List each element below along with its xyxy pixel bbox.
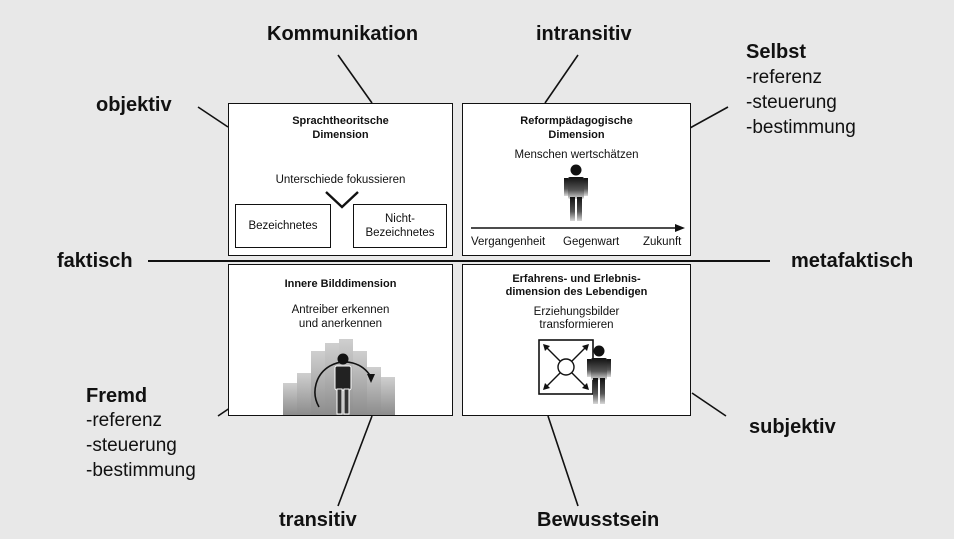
chevron-down-icon — [325, 191, 359, 209]
inner-box-label-line2: Bezeichnetes — [365, 227, 435, 239]
label-selbst-bestimmung: -bestimmung — [746, 117, 856, 138]
box-text: Menschen wertschätzen — [514, 149, 639, 161]
inner-box-label: Bezeichnetes — [248, 220, 318, 232]
transformation-diagram-icon — [538, 339, 594, 395]
inner-box-label-line1: Nicht- — [384, 213, 416, 225]
box-text-line2: und anerkennen — [298, 318, 383, 330]
label-intransitiv: intransitiv — [536, 23, 632, 45]
label-selbst: Selbst — [746, 41, 807, 63]
timeline-label-present: Gegenwart — [563, 236, 620, 248]
label-subjektiv: subjektiv — [749, 416, 836, 438]
person-icon — [587, 345, 611, 404]
inner-image-illustration — [283, 339, 395, 415]
inner-box-bezeichnetes: Bezeichnetes — [235, 204, 331, 248]
label-metafaktisch: metafaktisch — [791, 250, 914, 272]
label-bewusstsein: Bewusstsein — [537, 509, 660, 531]
line-bewusstsein — [547, 415, 579, 507]
inner-box-nicht-bezeichnetes: Nicht- Bezeichnetes — [353, 204, 447, 248]
label-kommunikation: Kommunikation — [267, 23, 419, 45]
timeline-label-future: Zukunft — [643, 236, 682, 248]
box-innere-bilddimension: Innere Bilddimension Antreiber erkennen … — [228, 264, 453, 416]
box-title-line1: Erfahrens- und Erlebnis- — [512, 273, 641, 285]
person-icon — [564, 164, 588, 221]
box-text-line1: Erziehungsbilder — [533, 306, 620, 318]
box-text: Unterschiede fokussieren — [275, 174, 406, 186]
box-erfahrens-erlebnis-dimension: Erfahrens- und Erlebnis- dimension des L… — [462, 264, 691, 416]
box-title-line2: Dimension — [548, 129, 605, 141]
box-reformpaedagogische-dimension: Reformpädagogische Dimension Menschen we… — [462, 103, 691, 256]
timeline-arrow — [471, 224, 685, 232]
box-title: Innere Bilddimension — [284, 278, 397, 290]
line-subjektiv — [691, 392, 727, 417]
label-objektiv: objektiv — [96, 94, 172, 116]
box-text-line2: transformieren — [539, 319, 614, 331]
label-fremd: Fremd — [86, 385, 148, 407]
label-faktisch: faktisch — [57, 250, 133, 272]
label-transitiv: transitiv — [279, 509, 357, 531]
line-selbst — [689, 106, 729, 129]
label-selbst-referenz: -referenz — [746, 67, 823, 88]
box-sprachtheoretische-dimension: Sprachtheoritsche Dimension Unterschiede… — [228, 103, 453, 256]
label-fremd-referenz: -referenz — [86, 410, 163, 431]
box-text-line1: Antreiber erkennen — [291, 304, 390, 316]
box-title-line1: Sprachtheoritsche — [292, 115, 389, 127]
box-title-line1: Reformpädagogische — [520, 115, 633, 127]
line-intransitiv — [544, 54, 579, 104]
box-title-line2: dimension des Lebendigen — [505, 286, 648, 298]
line-kommunikation — [337, 54, 373, 104]
line-transitiv — [337, 415, 373, 507]
box-title-line2: Dimension — [312, 129, 369, 141]
line-objektiv — [197, 106, 229, 128]
label-fremd-bestimmung: -bestimmung — [86, 460, 196, 481]
timeline-label-past: Vergangenheit — [471, 236, 546, 248]
label-fremd-steuerung: -steuerung — [86, 435, 177, 456]
label-selbst-steuerung: -steuerung — [746, 92, 837, 113]
